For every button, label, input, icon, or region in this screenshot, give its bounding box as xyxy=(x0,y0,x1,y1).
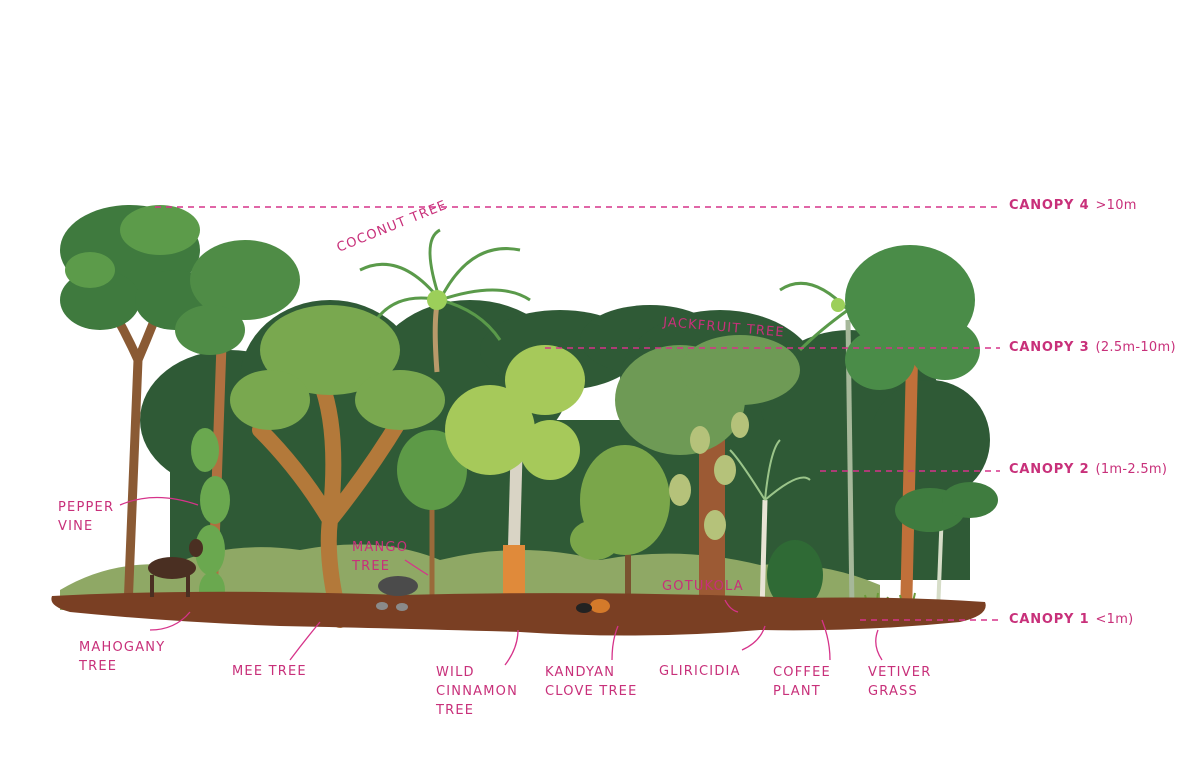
canopy-2-name: CANOPY 2 xyxy=(1009,462,1090,477)
arrow-gotukola xyxy=(724,599,739,613)
right-tall-tree xyxy=(845,245,980,616)
boar xyxy=(376,576,418,611)
canopy-guides xyxy=(155,206,1000,621)
mango-tree xyxy=(397,430,467,600)
coffee-plant xyxy=(767,540,823,610)
arrow-mango xyxy=(404,559,429,576)
canopy-4-name: CANOPY 4 xyxy=(1009,198,1090,213)
papaya-plant xyxy=(895,482,998,613)
kandyan-clove-tree xyxy=(570,445,670,610)
canopy-1-label: CANOPY 1 <1m) xyxy=(1009,612,1134,627)
label-gotukola: GOTUKOLA xyxy=(662,579,744,594)
label-kandyan-clove-tree: KANDYAN CLOVE TREE xyxy=(545,665,638,699)
gliricidia xyxy=(729,439,811,613)
canopy-1-name: CANOPY 1 xyxy=(1009,612,1090,627)
arrow-mahogany xyxy=(149,611,191,631)
arrow-pepper-vine xyxy=(119,496,199,506)
label-arrows xyxy=(119,496,883,666)
arrow-mee xyxy=(289,621,321,661)
label-gliricidia: GLIRICIDIA xyxy=(659,664,741,679)
arrow-coffee xyxy=(821,619,831,661)
jackfruit-tree xyxy=(615,335,800,610)
canopy-3-name: CANOPY 3 xyxy=(1009,340,1090,355)
canopy-4-range: >10m xyxy=(1095,198,1137,213)
canopy-1-range: <1m) xyxy=(1095,612,1134,627)
pepper-vine-tree xyxy=(175,240,300,616)
deer xyxy=(148,539,203,597)
canopy-3-range: (2.5m-10m) xyxy=(1095,340,1176,355)
label-coffee-plant: COFFEE PLANT xyxy=(773,665,831,699)
canopy-3-label: CANOPY 3 (2.5m-10m) xyxy=(1009,340,1176,355)
label-mee-tree: MEE TREE xyxy=(232,664,307,679)
arrow-vetiver xyxy=(875,629,883,661)
arrow-gliricidia xyxy=(741,625,766,651)
canopy-2-label: CANOPY 2 (1m-2.5m) xyxy=(1009,462,1167,477)
soil-ground xyxy=(51,591,986,636)
canopy-4-label: CANOPY 4 >10m xyxy=(1009,198,1137,213)
label-vetiver-grass: VETIVER GRASS xyxy=(868,665,932,699)
label-wild-cinnamon-tree: WILD CINNAMON TREE xyxy=(436,665,519,718)
coconut-tree xyxy=(359,228,531,373)
arrow-cinnamon xyxy=(504,629,519,666)
mee-tree xyxy=(230,305,445,628)
label-pepper-vine: PEPPER VINE xyxy=(58,500,115,534)
label-mango-tree: MANGO TREE xyxy=(352,540,409,574)
rooster xyxy=(576,599,610,613)
arrow-clove xyxy=(611,625,619,661)
canopy-2-range: (1m-2.5m) xyxy=(1095,462,1168,477)
label-mahogany-tree: MAHOGANY TREE xyxy=(79,640,166,674)
